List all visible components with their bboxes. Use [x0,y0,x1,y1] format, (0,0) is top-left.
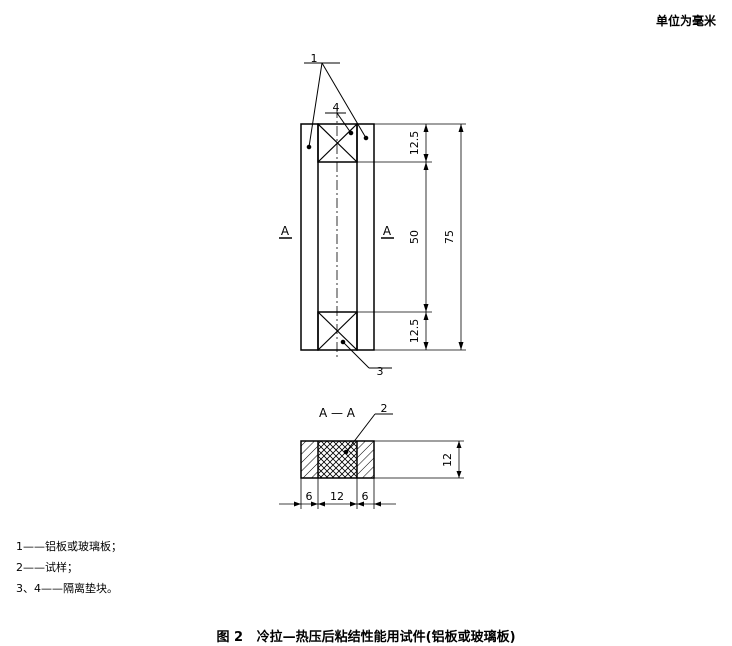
dim-6-left: 6 [306,490,313,503]
callout-1: 1 [311,52,318,65]
spacer-block-top [317,123,358,163]
front-view-labels: 1 4 3 A A 12.5 50 12.5 75 [281,52,456,378]
section-view-labels: A — A 2 6 12 6 12 [306,402,455,503]
figure-caption: 图 2 冷拉—热压后粘结性能用试件(铝板或玻璃板) [0,626,732,645]
section-mark-right: A [383,224,392,238]
legend-item: 2——试样； [16,561,78,574]
front-view [279,62,466,369]
unit-note: 单位为毫米 [655,14,716,28]
dim-12.5-top: 12.5 [408,131,421,156]
dim-12.5-bottom: 12.5 [408,319,421,344]
dim-75: 75 [443,230,456,244]
dim-6-right: 6 [362,490,369,503]
callout-2: 2 [381,402,388,415]
section-view [279,413,464,509]
dim-12-height: 12 [441,453,454,467]
figure-label: 图 2 [216,630,244,645]
dim-50: 50 [408,230,421,244]
plate-left [300,123,319,351]
legend-item: 3、4——隔离垫块。 [16,582,118,595]
spacer-block-bottom [317,311,358,351]
callout-3: 3 [377,365,384,378]
section-title: A — A [319,406,356,420]
figure-title: 冷拉—热压后粘结性能用试件(铝板或玻璃板) [256,630,516,645]
plate-right [356,123,375,351]
legend: 1——铝板或玻璃板； 2——试样； 3、4——隔离垫块。 [16,536,122,599]
callout-4: 4 [333,101,340,114]
legend-item: 1——铝板或玻璃板； [16,540,122,553]
dim-12-width: 12 [330,490,344,503]
section-mark-left: A [281,224,290,238]
specimen-section [318,441,357,478]
